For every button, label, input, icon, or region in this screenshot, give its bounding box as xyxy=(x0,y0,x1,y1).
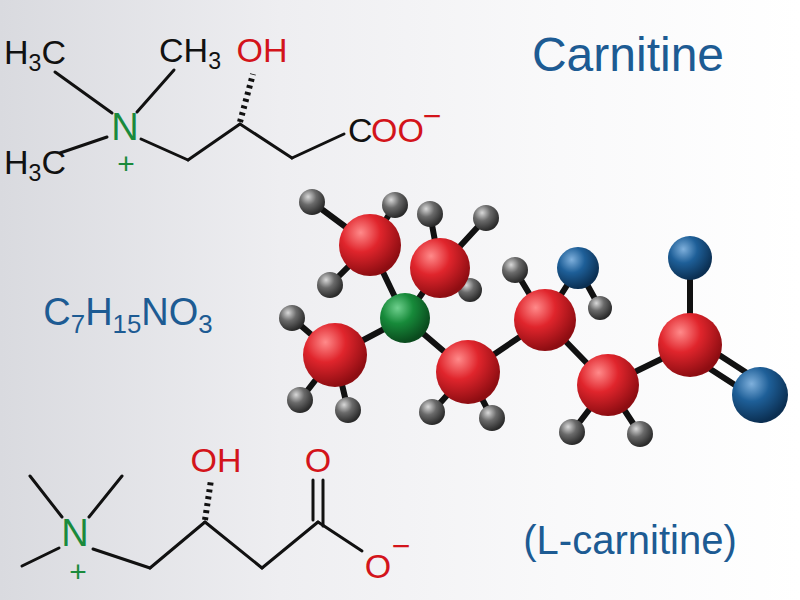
atom-label: N xyxy=(61,514,88,552)
atom-label: N xyxy=(111,108,138,146)
atom-label: + xyxy=(117,149,135,179)
text-run: 3 xyxy=(29,160,42,186)
text-run: 3 xyxy=(208,48,221,74)
atom-label: OO xyxy=(371,113,424,147)
caption: (L-carnitine) xyxy=(523,520,736,560)
ball-and-stick-model xyxy=(279,189,788,447)
skeletal-bonds-top xyxy=(55,70,344,160)
atom-label: O xyxy=(365,549,391,583)
atom-label: O xyxy=(305,443,331,477)
atom-label: C xyxy=(348,113,373,147)
text-run: H xyxy=(4,33,29,71)
text-run: NO xyxy=(141,291,198,333)
text-run: H xyxy=(85,291,112,333)
text-run: CH xyxy=(159,31,208,69)
text-run: 3 xyxy=(29,50,42,76)
text-run: 7 xyxy=(71,310,85,338)
text-run: C xyxy=(43,291,70,333)
atom-label: H3C xyxy=(4,145,66,179)
title: Carnitine xyxy=(532,31,724,79)
atom-label: + xyxy=(69,557,87,587)
atom-label: CH3 xyxy=(159,33,221,67)
text-run: C xyxy=(41,143,66,181)
text-run: 15 xyxy=(113,310,142,338)
text-run: H xyxy=(4,143,29,181)
atom-label: − xyxy=(423,100,442,132)
atom-label: H3C xyxy=(4,35,66,69)
atom-label: OH xyxy=(191,443,242,477)
atom-label: OH xyxy=(237,33,288,67)
text-run: C xyxy=(41,33,66,71)
atom-label: − xyxy=(392,530,411,562)
text-run: 3 xyxy=(198,310,212,338)
molecular-formula: C7H15NO3 xyxy=(43,293,212,331)
skeletal-bonds-bottom xyxy=(22,476,362,568)
